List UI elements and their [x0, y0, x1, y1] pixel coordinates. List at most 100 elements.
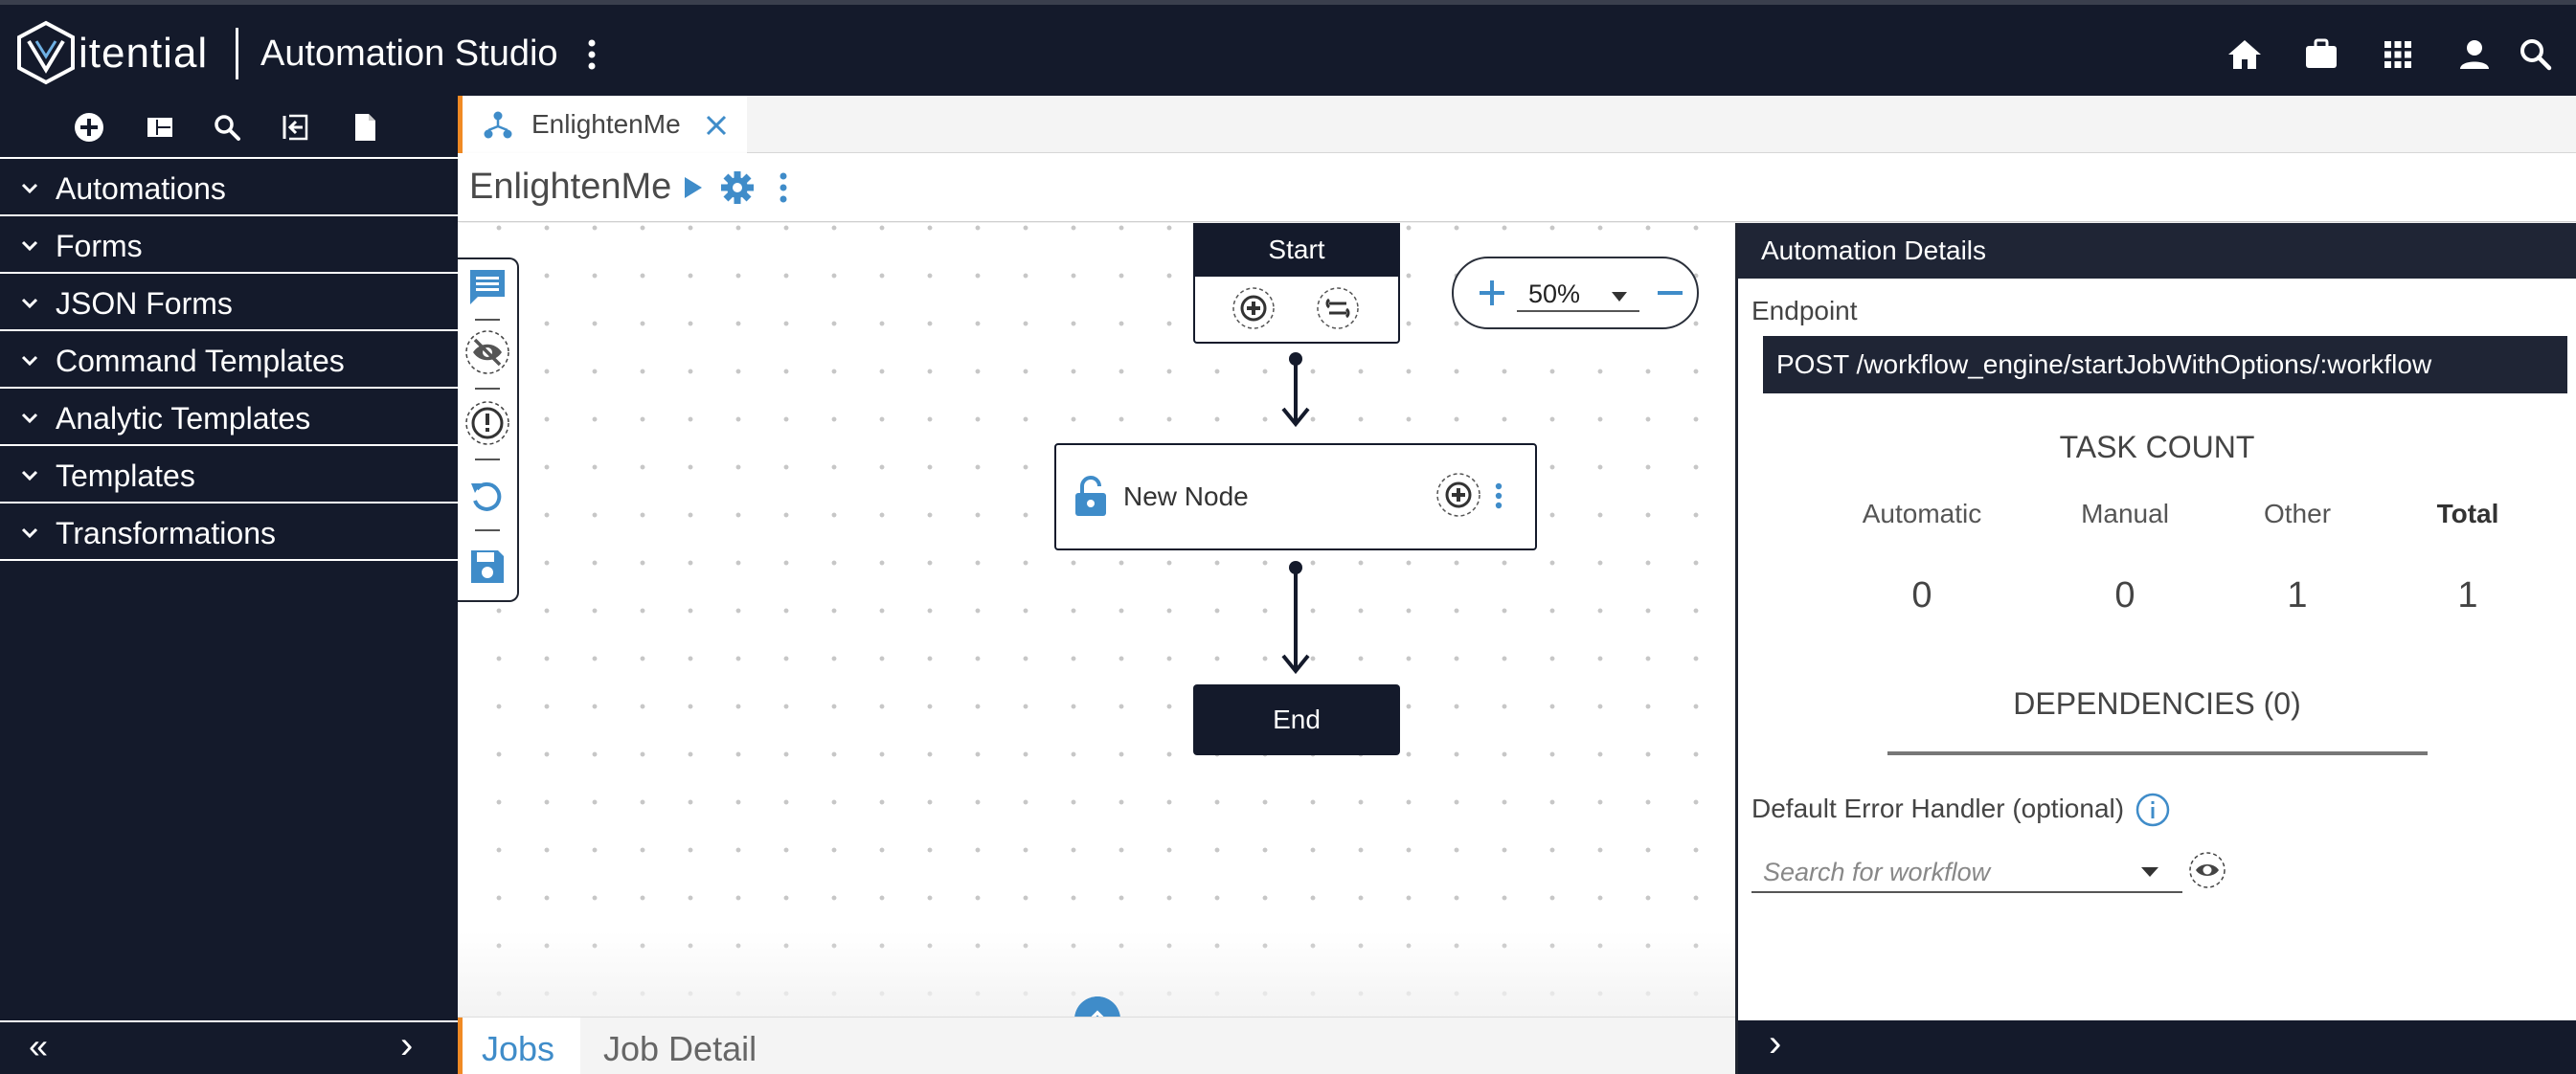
task-count-manual-value: 0 — [2114, 575, 2135, 615]
start-node-label: Start — [1195, 225, 1398, 277]
sidebar-item-transformations[interactable]: Transformations — [0, 503, 458, 561]
chevron-down-icon — [21, 355, 38, 367]
sidebar-item-label: Forms — [56, 229, 143, 263]
zoom-level-select[interactable]: 50% — [1517, 276, 1639, 312]
dependencies-title[interactable]: DEPENDENCIES (0) — [2013, 686, 2301, 721]
toolbar-divider — [475, 388, 500, 390]
tab-enlightenme[interactable]: EnlightenMe — [458, 96, 747, 153]
chevron-down-icon — [21, 470, 38, 481]
add-task-icon[interactable] — [1232, 286, 1276, 330]
end-node[interactable]: End — [1193, 684, 1400, 755]
workflow-search-input[interactable] — [1763, 855, 2127, 889]
start-node[interactable]: Start — [1193, 223, 1400, 344]
chevron-down-icon — [21, 298, 38, 309]
apps-grid-icon[interactable] — [2377, 34, 2419, 76]
undo-icon[interactable] — [463, 472, 511, 520]
gear-icon[interactable] — [720, 170, 755, 205]
task-count-total-label: Total — [2436, 499, 2499, 528]
comment-icon[interactable] — [463, 263, 511, 311]
task-count-other-value: 1 — [2287, 575, 2308, 615]
task-count-title: TASK COUNT — [2059, 430, 2255, 464]
expand-sidebar-button[interactable]: › — [400, 1024, 414, 1066]
toolbar-divider — [475, 459, 500, 460]
search-icon[interactable] — [211, 111, 243, 144]
task-count-total-value: 1 — [2457, 575, 2478, 615]
brand-name: itential — [79, 30, 209, 77]
close-icon[interactable] — [702, 111, 731, 140]
sidebar-item-label: JSON Forms — [56, 286, 233, 321]
search-icon[interactable] — [2515, 34, 2557, 76]
lock-open-icon[interactable] — [1073, 476, 1108, 518]
details-expand-button[interactable]: › — [1769, 1022, 1782, 1064]
details-title: Automation Details — [1738, 223, 2576, 279]
add-task-icon[interactable] — [1435, 472, 1481, 518]
bottom-panel-tabs: Jobs Job Detail — [458, 1017, 1735, 1074]
sidebar-footer: « › — [0, 1020, 458, 1074]
tab-jobs[interactable]: Jobs — [458, 1018, 580, 1074]
task-node[interactable]: New Node — [1054, 443, 1537, 550]
chevron-down-icon — [21, 527, 38, 539]
itential-logo-icon[interactable] — [15, 20, 77, 85]
connector-arrow — [1281, 561, 1310, 675]
sidebar-item-command-templates[interactable]: Command Templates — [0, 331, 458, 389]
save-icon[interactable] — [463, 543, 511, 591]
app-title: Automation Studio — [260, 34, 558, 74]
more-vert-icon[interactable] — [578, 37, 605, 72]
workflow-header: EnlightenMe — [458, 153, 2576, 222]
connector-arrow — [1281, 352, 1310, 428]
tab-strip: EnlightenMe — [458, 96, 2576, 153]
workflow-search-field[interactable] — [1751, 851, 2182, 893]
toolbar-divider — [475, 319, 500, 321]
toolbar-divider — [475, 529, 500, 531]
play-icon[interactable] — [682, 174, 705, 201]
tab-jobs-label: Jobs — [482, 1029, 555, 1068]
sidebar-item-templates[interactable]: Templates — [0, 446, 458, 503]
sidebar-item-label: Analytic Templates — [56, 401, 311, 436]
workflow-canvas[interactable]: 50% Start New Node — [458, 223, 1735, 1042]
dependencies-divider — [1887, 751, 2428, 755]
chevron-down-icon — [21, 413, 38, 424]
error-handler-label: Default Error Handler (optional) — [1751, 794, 2125, 823]
sidebar-item-analytic-templates[interactable]: Analytic Templates — [0, 389, 458, 446]
sidebar-item-label: Command Templates — [56, 344, 345, 378]
eye-icon[interactable] — [2188, 851, 2226, 889]
tab-label: EnlightenMe — [531, 109, 681, 139]
document-icon[interactable] — [349, 111, 381, 144]
add-circle-icon[interactable] — [73, 111, 105, 144]
zoom-level: 50% — [1528, 280, 1581, 308]
briefcase-icon[interactable] — [2300, 34, 2342, 76]
sidebar-item-forms[interactable]: Forms — [0, 216, 458, 274]
endpoint-value: POST /workflow_engine/startJobWithOption… — [1763, 336, 2567, 393]
task-node-label: New Node — [1123, 481, 1249, 511]
task-count-other-label: Other — [2263, 499, 2332, 528]
transition-icon[interactable] — [1316, 286, 1360, 330]
canvas-toolbar — [458, 257, 519, 602]
more-vert-icon[interactable] — [1493, 481, 1504, 510]
zoom-control: 50% — [1452, 257, 1699, 329]
collapse-left-icon[interactable] — [280, 111, 312, 144]
sidebar-item-json-forms[interactable]: JSON Forms — [0, 274, 458, 331]
info-icon[interactable] — [2135, 792, 2171, 828]
tab-job-detail[interactable]: Job Detail — [603, 1029, 757, 1068]
sidebar: Automations Forms JSON Forms Command Tem… — [0, 96, 458, 1074]
details-footer: › — [1738, 1020, 2576, 1074]
zoom-out-icon[interactable] — [1655, 278, 1685, 308]
sidebar-item-label: Automations — [56, 171, 226, 206]
endpoint-label: Endpoint — [1751, 296, 1858, 325]
dashboard-icon[interactable] — [144, 111, 176, 144]
alert-icon[interactable] — [463, 399, 511, 447]
more-vert-icon[interactable] — [778, 170, 789, 205]
task-count-manual-label: Manual — [2081, 499, 2169, 528]
collapse-sidebar-button[interactable]: « — [29, 1026, 49, 1065]
caret-down-icon[interactable] — [2140, 866, 2159, 878]
sidebar-item-automations[interactable]: Automations — [0, 159, 458, 216]
caret-down-icon — [1612, 292, 1627, 302]
home-icon[interactable] — [2224, 34, 2266, 76]
visibility-off-icon[interactable] — [463, 328, 511, 376]
zoom-in-icon[interactable] — [1477, 278, 1507, 308]
chevron-down-icon — [21, 183, 38, 194]
top-app-bar: itential Automation Studio — [0, 0, 2576, 96]
account-icon[interactable] — [2453, 34, 2496, 76]
chevron-down-icon — [21, 240, 38, 252]
task-count-automatic-value: 0 — [1911, 575, 1932, 615]
